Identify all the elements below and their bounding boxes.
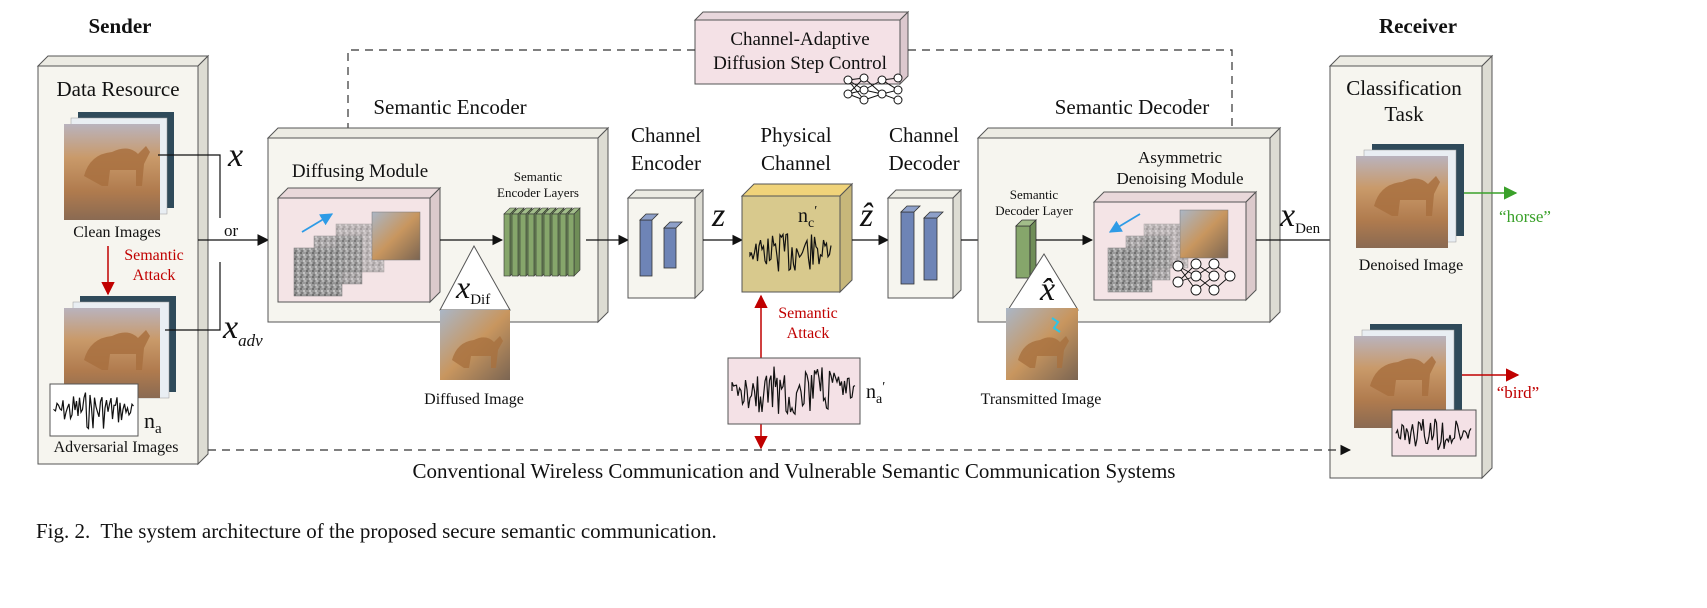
control-to-denoising-dashed — [908, 49, 1238, 164]
transmitted-image-label: Transmitted Image — [981, 391, 1102, 408]
encoder-layer-plate — [567, 213, 575, 277]
channel-noise-label: nc′ — [798, 204, 817, 231]
sender-noise-signal — [49, 383, 139, 437]
encoder-layer-plate — [527, 213, 535, 277]
decoder-layer-label-1: Semantic — [1010, 187, 1059, 202]
physical-channel-box — [740, 182, 854, 294]
clean-images-label: Clean Images — [73, 224, 161, 241]
encoder-layer-plate — [519, 213, 527, 277]
encoder-layer-plate — [551, 213, 559, 277]
semantic-encoder-layers — [503, 207, 581, 277]
denoised-image-stack — [1356, 144, 1464, 248]
encoder-layer-plate — [503, 213, 511, 277]
channel-encoder-box — [626, 188, 705, 300]
horse-label: “horse” — [1499, 207, 1551, 226]
classification-task-label-2: Task — [1384, 102, 1424, 126]
decoder-layer-label-2: Decoder Layer — [995, 203, 1073, 218]
x-den-label: xDen — [1279, 197, 1321, 237]
channel-encoder-label-1: Channel — [631, 123, 701, 147]
encoder-layer-plate — [535, 213, 543, 277]
transmitted-image-callout — [1006, 253, 1079, 380]
diffused-image-label: Diffused Image — [424, 391, 524, 408]
diffusing-module-box — [276, 186, 442, 304]
channel-attack-label-2: Attack — [787, 325, 830, 342]
semantic-encoder-title: Semantic Encoder — [373, 95, 526, 119]
bird-label: “bird” — [1497, 383, 1539, 402]
or-label: or — [224, 221, 239, 240]
encoder-layer-plate — [559, 213, 567, 277]
sender-title: Sender — [89, 14, 152, 38]
denoising-module-box — [1092, 190, 1258, 302]
physical-channel-label-2: Channel — [761, 151, 831, 175]
attack-noise-label: na′ — [866, 380, 885, 407]
adversarial-images-label: Adversarial Images — [54, 439, 179, 456]
classification-task-label-1: Classification — [1346, 76, 1462, 100]
channel-encoder-label-2: Encoder — [631, 151, 701, 175]
denoising-module-label-1: Asymmetric — [1138, 148, 1222, 167]
channel-decoder-label-1: Channel — [889, 123, 959, 147]
figure-caption: Fig. 2. The system architecture of the p… — [36, 519, 717, 543]
x-adv-label: xadv — [222, 309, 263, 350]
encoder-layer-plate — [543, 213, 551, 277]
encoder-layer-plate — [573, 207, 581, 277]
channel-attack-label-1: Semantic — [778, 305, 838, 322]
encoder-layers-label-1: Semantic — [514, 169, 563, 184]
diffusing-module-label: Diffusing Module — [292, 161, 428, 182]
semantic-decoder-layer — [1015, 219, 1037, 279]
semantic-decoder-title: Semantic Decoder — [1055, 95, 1210, 119]
denoising-module-label-2: Denoising Module — [1116, 169, 1243, 188]
control-network-icon — [843, 73, 903, 105]
adv-image-connector — [165, 262, 221, 331]
clean-image-connector — [158, 154, 221, 218]
sender-noise-label: na — [144, 408, 162, 437]
control-label-1: Channel-Adaptive — [730, 29, 869, 50]
clean-image-stack — [64, 112, 174, 220]
control-to-diffusing-dashed — [342, 49, 695, 164]
channel-decoder-box — [886, 188, 963, 300]
diffused-image-callout — [439, 244, 511, 380]
channel-decoder-label-2: Decoder — [888, 151, 959, 175]
physical-channel-label-1: Physical — [760, 123, 831, 147]
encoder-layers-label-2: Encoder Layers — [497, 185, 579, 200]
sender-attack-label-2: Attack — [133, 267, 176, 284]
adversarial-result-stack — [1354, 324, 1477, 457]
x-dif-label: xDif — [455, 269, 490, 308]
x-hat-label: x̂ — [1039, 271, 1055, 308]
bottom-caption: Conventional Wireless Communication and … — [413, 459, 1176, 483]
control-label-2: Diffusion Step Control — [713, 53, 887, 74]
adversarial-image-stack — [64, 296, 176, 399]
z-label: z — [711, 197, 725, 234]
attack-noise-signal — [727, 357, 861, 425]
data-resource-label: Data Resource — [56, 77, 179, 101]
denoised-image-label: Denoised Image — [1359, 257, 1463, 274]
encoder-layer-plate — [511, 213, 519, 277]
sender-attack-label-1: Semantic — [124, 247, 184, 264]
diffusion-step-control-box — [693, 10, 910, 86]
x-label: x — [227, 137, 243, 174]
z-hat-label: ẑ — [859, 197, 874, 234]
receiver-title: Receiver — [1379, 14, 1457, 38]
